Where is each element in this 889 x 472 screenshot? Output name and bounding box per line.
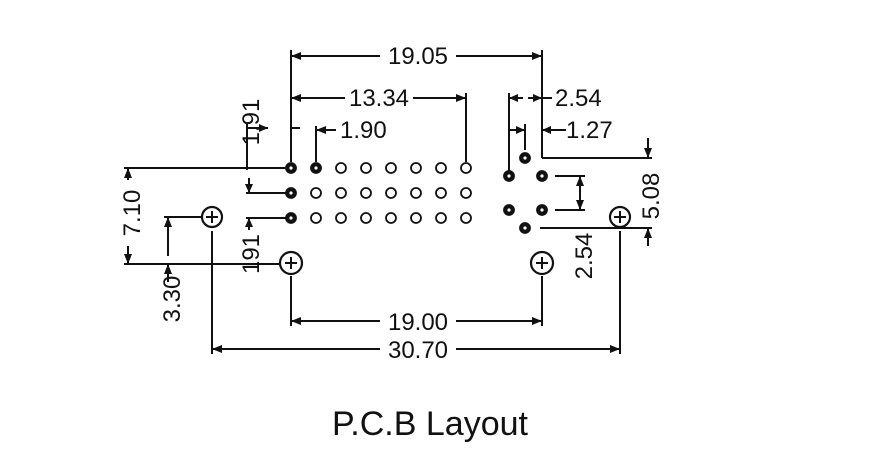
mounting-hole-bottom-right <box>529 250 555 276</box>
pin-hole <box>385 162 397 174</box>
pin-hole-center <box>289 216 293 220</box>
pin-hole-shield-center <box>540 174 544 178</box>
dim-19-00: 19.00 <box>290 276 543 336</box>
label-2-54-right: 2.54 <box>571 233 598 280</box>
dim-30-70: 30.70 <box>211 231 621 364</box>
label-30-70: 30.70 <box>388 337 448 364</box>
dim-5-08: 5.08 <box>540 138 665 246</box>
label-13-34: 13.34 <box>349 85 409 112</box>
pin-hole-center <box>289 166 293 170</box>
label-1-27: 1.27 <box>566 117 613 144</box>
pin-hole <box>335 162 347 174</box>
pin-hole <box>360 187 372 199</box>
pin-hole <box>460 162 472 174</box>
label-191: 191 <box>238 234 265 274</box>
pin-hole-shield-center <box>507 174 511 178</box>
pin-hole-shield-center <box>540 208 544 212</box>
pin-hole <box>385 212 397 224</box>
pin-hole-shield-center <box>507 208 511 212</box>
dim-3-30: 3.30 <box>159 216 212 323</box>
mounting-holes <box>200 205 632 276</box>
pin-hole <box>435 212 447 224</box>
pin-hole <box>385 187 397 199</box>
pin-hole <box>410 187 422 199</box>
dim-2-54-top: 2.54 <box>508 85 602 172</box>
pin-hole-center <box>289 191 293 195</box>
dim-2-54-right: 2.54 <box>555 175 598 280</box>
label-3-30: 3.30 <box>159 276 186 323</box>
label-19-00: 19.00 <box>388 309 448 336</box>
pin-hole-shield-center <box>523 226 527 230</box>
pin-hole-shield-center <box>523 156 527 160</box>
pin-hole <box>410 162 422 174</box>
layout-title: P.C.B Layout <box>332 405 529 443</box>
label-7-10: 7.10 <box>119 190 146 237</box>
label-1-90: 1.90 <box>340 117 387 144</box>
mounting-hole-bottom-left <box>278 250 304 276</box>
dim-191: 191 <box>238 167 290 274</box>
dim-7-10: 7.10 <box>119 167 292 265</box>
dim-19-05: 19.05 <box>290 43 543 162</box>
pin-hole <box>460 187 472 199</box>
mounting-hole-left <box>200 205 224 229</box>
pin-hole <box>410 212 422 224</box>
pin-hole <box>360 212 372 224</box>
label-1-91-top: 1.91 <box>238 99 265 146</box>
pin-hole <box>360 162 372 174</box>
pin-hole <box>435 187 447 199</box>
pin-hole <box>335 212 347 224</box>
label-2-54-top: 2.54 <box>555 85 602 112</box>
dim-1-91-top: 1.91 <box>238 99 300 170</box>
label-5-08: 5.08 <box>638 173 665 220</box>
pin-hole-center <box>314 166 318 170</box>
pin-hole <box>335 187 347 199</box>
label-19-05: 19.05 <box>388 43 448 70</box>
pin-hole <box>310 212 322 224</box>
pin-hole <box>435 162 447 174</box>
pin-hole <box>310 187 322 199</box>
pin-holes <box>285 152 548 234</box>
mounting-hole-right <box>608 205 632 229</box>
dim-1-27: 1.27 <box>510 117 613 150</box>
pin-hole <box>460 212 472 224</box>
dim-13-34: 13.34 <box>291 85 467 162</box>
dim-1-90: 1.90 <box>315 117 387 162</box>
